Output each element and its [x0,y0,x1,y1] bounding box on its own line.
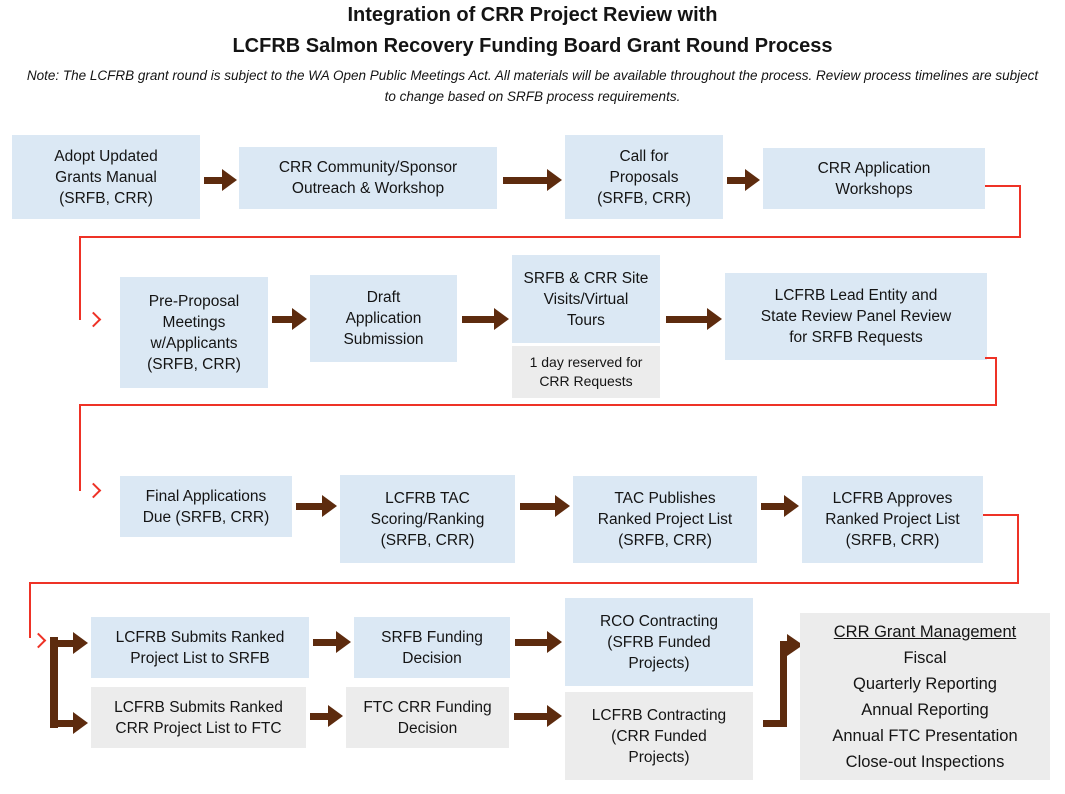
split-connector [50,637,58,728]
connector-line [29,582,1019,584]
box-label: FTC CRR Funding Decision [363,698,492,737]
flow-arrow-icon [57,632,88,654]
box-adopt-grants-manual: Adopt Updated Grants Manual (SRFB, CRR) [12,135,200,219]
box-lcfrb-contracting: LCFRB Contracting (CRR Funded Projects) [565,692,753,780]
box-label: Adopt Updated Grants Manual (SRFB, CRR) [54,147,158,207]
connector-arrowhead-icon [30,632,47,649]
box-srfb-funding-decision: SRFB Funding Decision [354,617,510,678]
box-tac-scoring: LCFRB TAC Scoring/Ranking (SRFB, CRR) [340,475,515,563]
connector-line [29,582,31,638]
box-label: RCO Contracting (SFRB Funded Projects) [599,612,718,672]
box-pre-proposal-meetings: Pre-Proposal Meetings w/Applicants (SRFB… [120,277,268,388]
box-crr-application-workshops: CRR Application Workshops [763,148,985,209]
box-label: CRR Community/Sponsor Outreach & Worksho… [278,159,458,197]
box-ftc-funding-decision: FTC CRR Funding Decision [346,687,509,748]
box-label: CRR Application Workshops [817,159,931,198]
box-call-for-proposals: Call for Proposals (SRFB, CRR) [565,135,723,219]
box-crr-outreach: CRR Community/Sponsor Outreach & Worksho… [239,147,497,209]
box-label: Final Applications Due (SRFB, CRR) [142,487,270,526]
flow-arrow-icon [503,169,562,191]
merge-connector [780,641,787,727]
box-label: 1 day reserved for CRR Requests [529,354,643,389]
flow-arrowhead-icon [787,634,803,656]
connector-line [983,514,1019,516]
box-draft-application: Draft Application Submission [310,275,457,362]
flow-arrow-icon [272,308,307,330]
box-submit-ftc: LCFRB Submits Ranked CRR Project List to… [91,687,306,748]
box-label: TAC Publishes Ranked Project List (SRFB,… [597,490,733,549]
box-final-applications: Final Applications Due (SRFB, CRR) [120,476,292,537]
connector-line [79,236,1021,238]
flow-arrow-icon [462,308,509,330]
connector-line [1017,514,1019,584]
flow-arrow-icon [296,495,337,517]
connector-arrowhead-icon [85,311,102,328]
flow-arrow-icon [310,705,343,727]
box-label: Draft Application Submission [343,289,424,348]
box-label: Pre-Proposal Meetings w/Applicants (SRFB… [147,292,241,373]
flow-arrow-icon [313,631,351,653]
grant-mgmt-items: Fiscal Quarterly Reporting Annual Report… [832,648,1018,771]
box-label: SRFB & CRR Site Visits/Virtual Tours [523,269,649,329]
header: Integration of CRR Project Review with L… [0,0,1065,107]
flow-arrow-icon [204,169,237,191]
page-title-line2: LCFRB Salmon Recovery Funding Board Gran… [232,35,833,57]
box-label: LCFRB Contracting (CRR Funded Projects) [591,706,727,766]
connector-line [985,185,1021,187]
connector-line [1019,185,1021,238]
connector-line [79,404,997,406]
merge-connector [763,720,787,727]
flow-arrow-icon [520,495,570,517]
flow-arrow-icon [761,495,799,517]
box-label: LCFRB TAC Scoring/Ranking (SRFB, CRR) [370,489,485,549]
subtitle-note: Note: The LCFRB grant round is subject t… [26,68,1039,104]
box-grant-management: CRR Grant Management Fiscal Quarterly Re… [800,613,1050,780]
box-rco-contracting: RCO Contracting (SFRB Funded Projects) [565,598,753,686]
box-submit-srfb: LCFRB Submits Ranked Project List to SRF… [91,617,309,678]
page-title-line1: Integration of CRR Project Review with [347,4,718,26]
flow-arrow-icon [666,308,722,330]
box-label: LCFRB Submits Ranked Project List to SRF… [115,628,285,667]
flow-arrow-icon [515,631,562,653]
box-tac-publishes: TAC Publishes Ranked Project List (SRFB,… [573,476,757,563]
connector-arrowhead-icon [85,482,102,499]
box-lead-entity-review: LCFRB Lead Entity and State Review Panel… [725,273,987,360]
grant-mgmt-title: CRR Grant Management [833,622,1017,641]
box-lcfrb-approves: LCFRB Approves Ranked Project List (SRFB… [802,476,983,563]
connector-line [79,236,81,320]
box-label: LCFRB Approves Ranked Project List (SRFB… [825,490,960,549]
flow-arrow-icon [514,705,562,727]
box-label: Call for Proposals (SRFB, CRR) [597,147,691,207]
box-label: SRFB Funding Decision [381,628,483,667]
flow-arrow-icon [727,169,760,191]
box-label: LCFRB Submits Ranked CRR Project List to… [114,698,283,737]
box-label: LCFRB Lead Entity and State Review Panel… [760,287,952,346]
box-site-visits: SRFB & CRR Site Visits/Virtual Tours [512,255,660,343]
connector-line [985,357,997,359]
connector-line [995,357,997,406]
connector-line [79,404,81,491]
box-one-day-reserved: 1 day reserved for CRR Requests [512,346,660,398]
flow-arrow-icon [57,712,88,734]
